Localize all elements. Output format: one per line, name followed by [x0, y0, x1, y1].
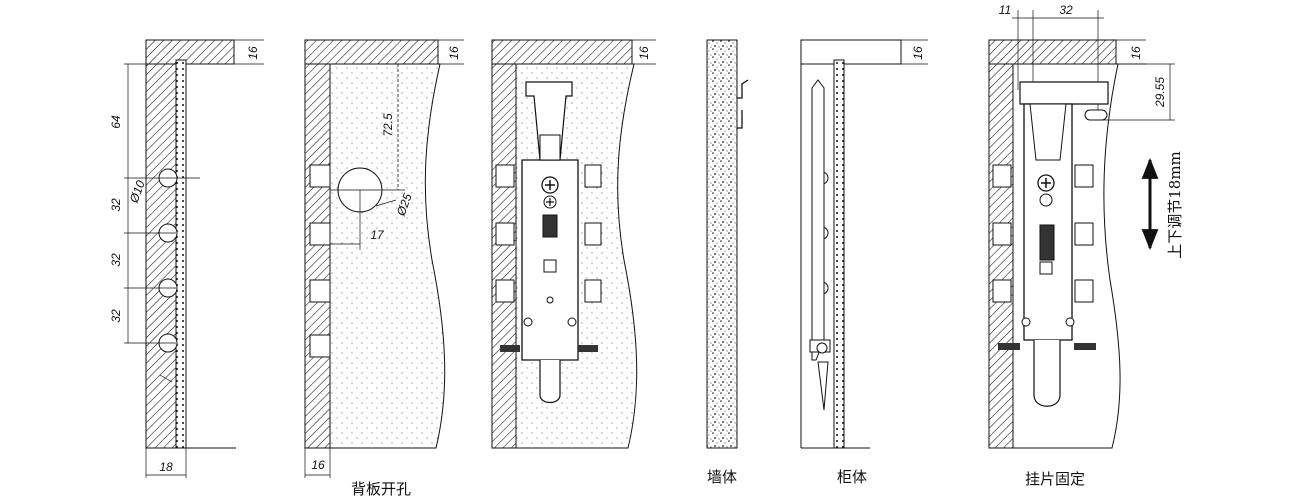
dim-offset-11: 11	[999, 3, 1011, 17]
caption-cabinet: 柜体	[837, 468, 867, 486]
caption-wall: 墙体	[707, 468, 737, 486]
dim-top-thickness: 16	[637, 46, 651, 60]
left-wall-hatch	[988, 63, 1014, 449]
panel-hole-spacing: 16 64 32 32 32 Ø10 18	[109, 39, 264, 478]
side-board	[175, 59, 187, 449]
dim-top-thickness: 16	[1129, 46, 1143, 60]
dim-top-thickness: 16	[911, 46, 925, 60]
caption-backplate-drilling: 背板开孔	[351, 480, 411, 498]
dim-top-thickness: 16	[447, 46, 461, 60]
top-wall-hatch	[145, 39, 235, 65]
panel-hanger-installed: 16	[491, 39, 656, 449]
left-wall-hatch	[145, 63, 177, 449]
wall-section	[706, 39, 738, 449]
backplate-body	[329, 63, 446, 449]
dim-hole-diameter: Ø10	[126, 178, 147, 205]
dim-spacing-32: 32	[1059, 3, 1073, 17]
dim-spacing-32: 32	[109, 309, 123, 323]
panel-hanger-fixing: 11 32 16 29.55 上下调节18mm 挂片固定	[988, 3, 1184, 488]
dim-spacing-32: 32	[109, 253, 123, 267]
dim-height: 29.55	[1153, 77, 1167, 108]
panel-backplate-drilling: 16 72.5 Ø25 17 16 背板开孔	[304, 39, 464, 498]
top-wall-hatch	[800, 39, 902, 65]
top-wall-hatch	[304, 39, 439, 65]
dim-hole-depth: 72.5	[381, 113, 395, 137]
wall-hook	[737, 79, 749, 99]
dim-spacing-64: 64	[109, 115, 123, 129]
cabinet-board	[833, 59, 845, 449]
dim-spacing-32: 32	[109, 198, 123, 212]
panel-cabinet: 16 柜体	[800, 39, 928, 486]
hanger-side-profile	[811, 79, 825, 361]
top-wall-hatch	[988, 39, 1117, 65]
dim-board-thickness: 18	[159, 460, 173, 474]
fixing-plate	[1019, 81, 1109, 105]
dim-bottom-thickness: 16	[311, 458, 325, 472]
panel-wall: 墙体	[706, 39, 749, 486]
left-wall-hatch	[304, 63, 331, 449]
adjust-range-note: 上下调节18mm	[1166, 151, 1184, 259]
dim-top-thickness: 16	[246, 46, 260, 60]
dim-hole-offset: 17	[370, 228, 385, 242]
top-wall-hatch	[491, 39, 633, 65]
caption-hanger-fixing: 挂片固定	[1025, 470, 1085, 488]
left-wall-hatch	[491, 63, 517, 449]
